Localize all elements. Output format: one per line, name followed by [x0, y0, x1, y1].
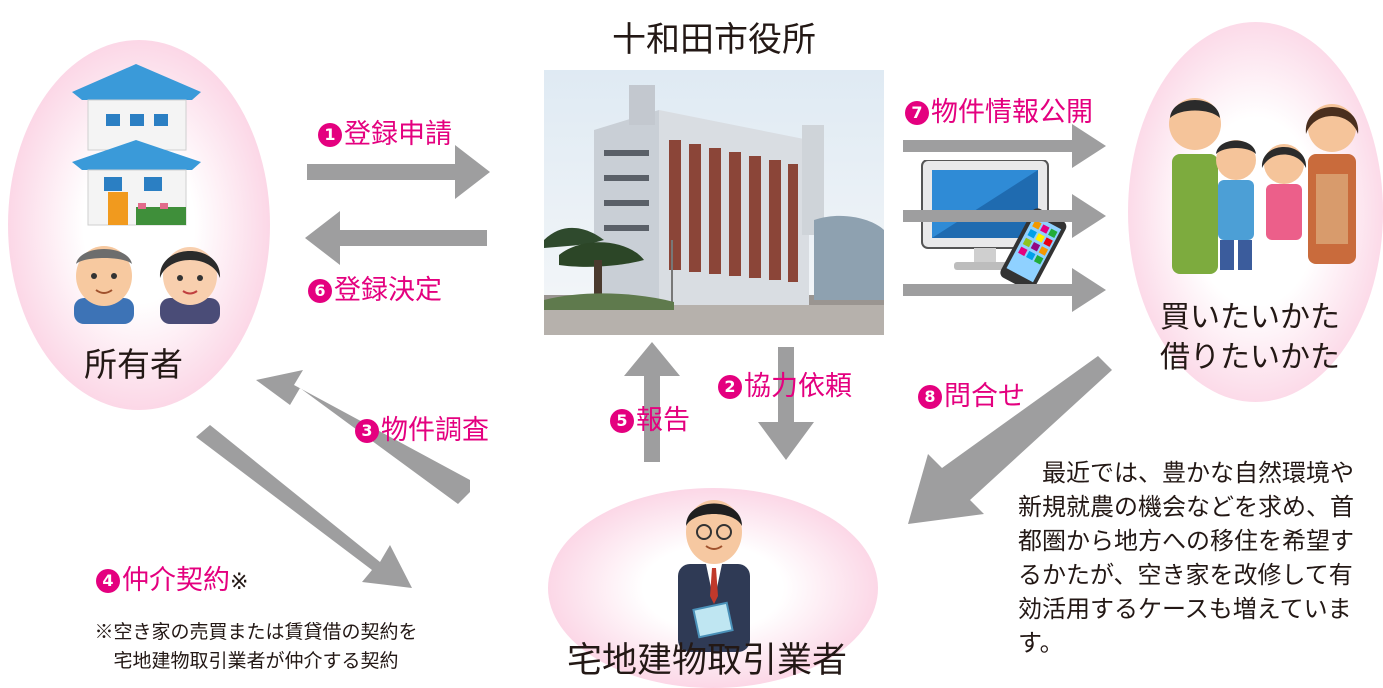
step-4-footnote-mark: ※	[230, 570, 249, 595]
owner-house-illustration	[64, 62, 209, 232]
city-hall-building-image	[544, 70, 884, 335]
arrow-registration-decision	[305, 211, 487, 265]
arrow-inquiry	[908, 356, 1112, 524]
step-4-number-badge: 4	[96, 569, 120, 593]
step-5-text: 報告	[636, 405, 690, 436]
description-paragraph: 最近では、豊かな自然環境や 新規就農の機会などを求め、首 都圏から地方への移住を…	[1018, 456, 1383, 660]
arrow-publish-1	[903, 124, 1106, 168]
agent-businessman-illustration	[668, 492, 760, 652]
arrow-brokerage-contract	[196, 425, 412, 588]
monitor-and-phone-illustration	[920, 159, 1070, 295]
buyer-label-line2: 借りたいかた	[1160, 340, 1340, 375]
paragraph-line-2: 新規就農の機会などを求め、首	[1018, 493, 1354, 521]
step-7-text: 物件情報公開	[931, 97, 1093, 128]
arrow-publish-2	[903, 194, 1106, 238]
arrow-registration-application	[307, 145, 490, 199]
agent-label: 宅地建物取引業者	[567, 641, 848, 681]
paragraph-line-1: 最近では、豊かな自然環境や	[1018, 459, 1354, 487]
step-6-number-badge: 6	[308, 279, 332, 303]
step-1-number-badge: 1	[318, 123, 342, 147]
owner-elderly-woman-illustration	[150, 236, 230, 324]
step-8-number-badge: 8	[918, 385, 942, 409]
paragraph-line-4: るかたが、空き家を改修して有	[1018, 561, 1353, 589]
paragraph-line-5: 効活用するケースも増えていま	[1018, 595, 1352, 623]
step-8-text: 問合せ	[944, 381, 1025, 412]
arrow-property-survey	[256, 370, 470, 504]
arrow-cooperation-request	[758, 347, 814, 460]
owner-label: 所有者	[84, 345, 183, 384]
step-7-number-badge: 7	[905, 101, 929, 125]
step-4-text: 仲介契約	[122, 565, 230, 596]
owner-elderly-man-illustration	[64, 236, 144, 324]
step-3-text: 物件調査	[381, 415, 489, 446]
buyer-family-illustration	[1158, 84, 1368, 284]
footnote-line-1: ※空き家の売買または賃貸借の契約を	[94, 621, 418, 643]
step-6-text: 登録決定	[334, 275, 442, 306]
city-hall-title: 十和田市役所	[612, 20, 816, 60]
step-3-number-badge: 3	[355, 419, 379, 443]
paragraph-line-6: す。	[1018, 629, 1064, 657]
arrow-publish-3	[903, 268, 1106, 312]
footnote-line-2: 宅地建物取引業者が仲介する契約	[113, 650, 399, 672]
step-2-number-badge: 2	[718, 375, 742, 399]
step-5-number-badge: 5	[610, 409, 634, 433]
step-1-text: 登録申請	[344, 119, 452, 150]
paragraph-line-3: 都圏から地方への移住を希望す	[1018, 527, 1354, 555]
arrow-report	[624, 342, 680, 462]
buyer-label-line1: 買いたいかた	[1160, 300, 1340, 335]
footnote: ※空き家の売買または賃貸借の契約を 宅地建物取引業者が仲介する契約	[46, 618, 466, 676]
step-2-text: 協力依頼	[744, 371, 852, 402]
